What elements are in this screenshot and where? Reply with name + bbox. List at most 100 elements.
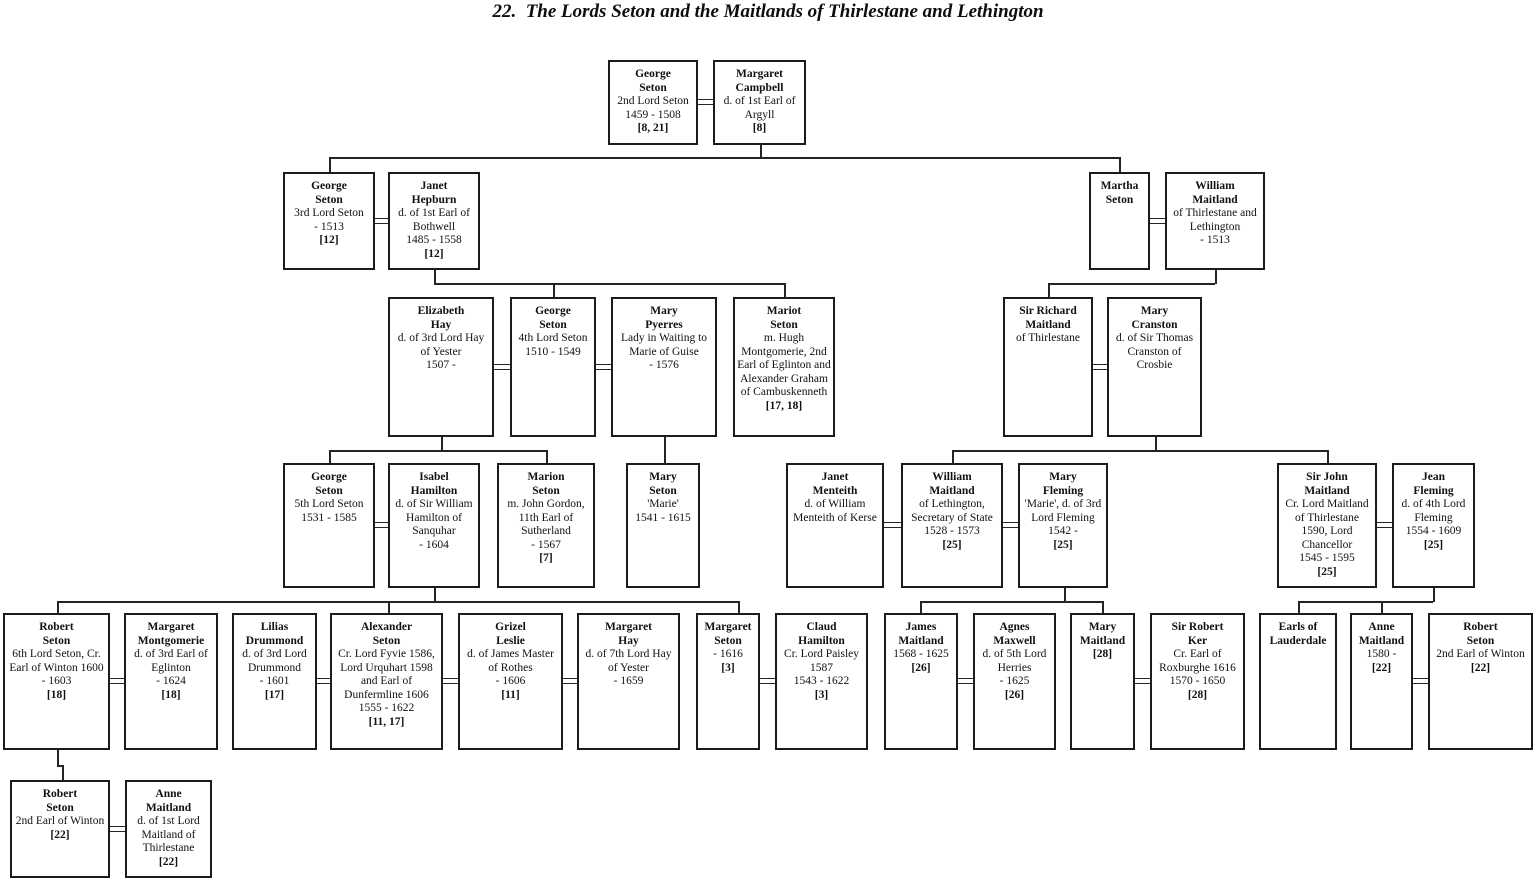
person-name-line: [22] [1470,661,1491,674]
marriage-connector [1150,218,1165,224]
connector-line [664,437,666,463]
person-detail-line: of Thirlestane and Lethington [1173,207,1257,233]
marriage-connector [317,678,330,684]
person-name-line: George [535,305,571,317]
marriage-connector [1135,678,1150,684]
person-name-line: Sir Richard [1019,305,1077,317]
person-name-line: Mary [1088,621,1117,633]
person-detail-line: 1570 - 1650 [1169,675,1226,688]
person-name-line: Isabel [419,471,449,483]
person-detail-line: 1554 - 1609 [1405,525,1462,538]
person-name-line: Seton [714,634,742,647]
person-name-line: Elizabeth [417,305,465,317]
person-name-line: Pyerres [645,318,683,331]
person-name-line: [12] [319,234,339,247]
person-detail-line: m. John Gordon, 11th Earl of Sutherland [507,498,585,538]
person-name-line: Seton [770,318,798,331]
marriage-connector [375,522,388,528]
connector-line [1433,588,1435,602]
connector-line [1102,601,1104,613]
person-name-line: Campbell [735,81,784,94]
connector-line [1155,437,1157,451]
person-detail-line: - 1616 [713,648,743,661]
person-name-line: Hamilton [410,484,458,497]
person-name-line: Maitland [1079,634,1126,647]
connector-line [434,283,784,285]
person-name-line: James [905,621,937,633]
person-name-line: [3] [721,661,735,674]
person-name-line: George [311,180,347,192]
person-name-line: Sir Robert [1171,621,1224,633]
person-name-line: Robert [1463,621,1498,633]
person-name-line: Montgomerie [137,634,205,647]
person-name-line: Hamilton [798,634,845,647]
person-name-line: Margaret [735,68,784,80]
person-name-line: Anne [155,788,182,800]
person-name-line: [17, 18] [765,399,803,412]
person-name-line: [25] [1423,538,1444,551]
connector-line [952,450,1327,452]
person-name-line: [11] [501,688,520,701]
person-detail-line: Lady in Waiting to Marie of Guise [620,332,708,358]
marriage-connector [884,522,901,528]
person-name-line: Lauderdale [1269,634,1327,647]
person-name-line: Mary [1049,471,1077,483]
person-detail-line: Cr. Lord Paisley 1587 [783,648,860,674]
person-detail-line: - 1606 [495,675,526,688]
person-detail-line: d. of 5th Lord Herries [982,648,1047,674]
marriage-connector [443,678,458,684]
person-detail-line: d. of 3rd Lord Drummond [242,648,307,674]
connector-line [760,145,762,158]
person-name-line: Alexander [360,621,413,633]
person-detail-line: - 1624 [156,675,186,688]
person-detail-line: 1510 - 1549 [525,345,581,358]
person-detail-line: 4th Lord Seton [518,332,588,345]
connector-line [1064,588,1066,602]
person-detail-line: 2nd Earl of Winton [1436,648,1525,661]
person-name-line: Robert [39,621,74,633]
connector-line [329,450,331,463]
person-detail-line: Cr. Lord Fyvie 1586, Lord Urquhart 1598 … [338,648,435,701]
marriage-connector [760,678,775,684]
person-name-line: [8, 21] [637,122,669,135]
person-detail-line: 2nd Earl of Winton [15,815,105,828]
person-detail-line: 1528 - 1573 [924,525,980,538]
person-name-line: [7] [539,552,553,565]
marriage-connector [375,218,388,224]
person-name-line: Hay [430,318,452,331]
person-detail-line: - 1567 [531,538,561,551]
connector-line [62,765,64,780]
person-name-line: Maitland [929,484,975,497]
person-name-line: Seton [532,484,560,497]
connector-line [329,157,1120,159]
marriage-connector [1093,364,1107,370]
connector-line [329,450,546,452]
person-name-line: [28] [1092,648,1113,661]
person-name-line: Seton [649,484,677,497]
person-name-line: [28] [1187,688,1208,701]
marriage-connector [1003,522,1018,528]
person-detail-line: d. of 1st Earl of Argyll [723,95,796,121]
person-name-line: Margaret [604,621,653,633]
connector-line [1215,270,1217,284]
person-name-line: Seton [372,634,401,647]
connector-line [441,437,443,451]
person-name-line: Maxwell [993,634,1036,647]
